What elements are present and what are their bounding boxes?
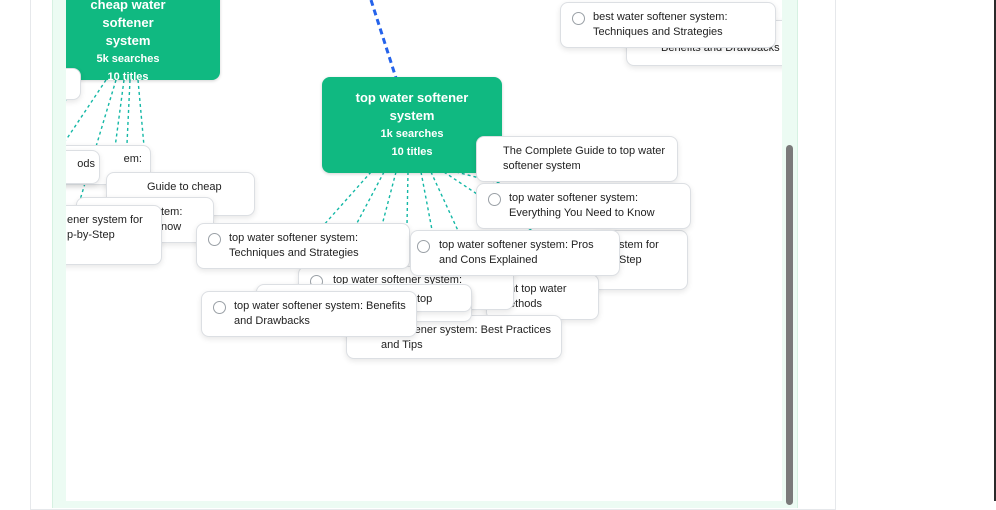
card-label: top water softener system: Benefits and … <box>234 300 406 327</box>
card-label: ods <box>77 158 95 170</box>
title-card[interactable]: top water softener system: Techniques an… <box>196 223 410 269</box>
card-label: ter softener system: Best Practices and … <box>381 324 551 351</box>
hub-titles: 10 titles <box>391 146 433 158</box>
select-radio[interactable] <box>213 301 226 314</box>
mindmap-canvas[interactable]: cheap water softener system 5k searches … <box>66 0 782 501</box>
vertical-scrollbar[interactable] <box>786 145 793 505</box>
card-label: nt top water ethods <box>509 283 567 310</box>
title-card[interactable] <box>66 68 81 100</box>
select-radio[interactable] <box>572 12 585 25</box>
hub-top-water-softener[interactable]: top water softener system 1k searches 10… <box>322 77 502 173</box>
hub-title: cheap water softener system <box>90 0 166 48</box>
select-radio[interactable] <box>208 233 221 246</box>
card-label: top water softener system: Everything Yo… <box>509 192 655 219</box>
select-radio[interactable] <box>417 240 430 253</box>
hub-cheap-water-softener[interactable]: cheap water softener system 5k searches … <box>66 0 220 83</box>
hub-searches: 5k searches <box>96 53 160 65</box>
card-label: Guide to cheap <box>147 181 222 193</box>
window-edge <box>994 0 996 501</box>
card-label: best water softener system: Techniques a… <box>593 11 728 38</box>
title-card[interactable]: ener system for p-by-Step <box>66 205 162 265</box>
card-label: tem: now <box>161 206 183 233</box>
hub-searches: 1k searches <box>380 128 444 140</box>
title-card[interactable]: top water softener system: Pros and Cons… <box>410 230 620 276</box>
card-label: The Complete Guide to top water softener… <box>503 145 666 172</box>
title-card[interactable]: The Complete Guide to top water softener… <box>476 136 678 182</box>
card-label: top water softener system: Techniques an… <box>229 232 359 259</box>
title-card[interactable]: top water softener system: Everything Yo… <box>476 183 691 229</box>
card-label: top <box>417 293 433 305</box>
hub-title: top water softener system <box>355 90 469 123</box>
title-card[interactable]: top water softener system: Benefits and … <box>201 291 417 337</box>
card-label: stem for Step <box>619 239 659 266</box>
title-card[interactable]: ods <box>66 150 100 184</box>
card-label: top water softener system: <box>333 274 462 286</box>
card-label: ener system for p-by-Step <box>67 214 143 241</box>
title-card[interactable]: ter softener system: Best Practices and … <box>346 315 562 359</box>
title-card[interactable]: best water softener system: Techniques a… <box>560 2 776 48</box>
hub-titles: 10 titles <box>107 71 149 83</box>
select-radio[interactable] <box>488 193 501 206</box>
card-label: em: <box>123 153 142 165</box>
card-label: top water softener system: Pros and Cons… <box>439 239 594 266</box>
